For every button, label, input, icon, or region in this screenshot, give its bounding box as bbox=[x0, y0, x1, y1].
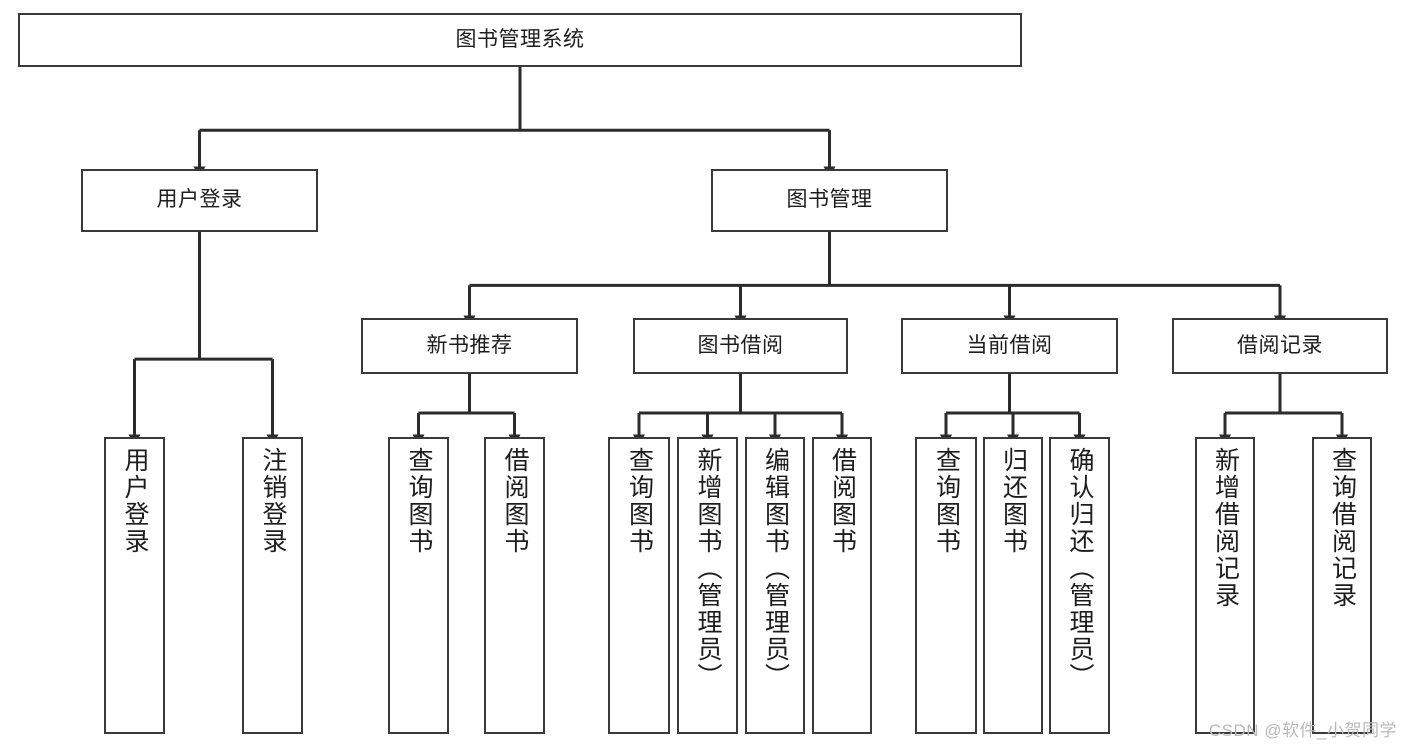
node-leaf-edit-book[interactable]: 编辑图书（管理员） bbox=[745, 437, 805, 734]
node-root[interactable]: 图书管理系统 bbox=[18, 13, 1022, 67]
node-leaf-query-book-cur[interactable]: 查询图书 bbox=[915, 437, 977, 734]
node-borrow-record-label: 借阅记录 bbox=[1237, 333, 1323, 357]
node-leaf-borrow-book-rec-label: 借阅图书 bbox=[501, 447, 529, 555]
node-leaf-confirm-return-label: 确认归还（管理员） bbox=[1066, 447, 1094, 690]
node-leaf-query-book-rec[interactable]: 查询图书 bbox=[388, 437, 449, 734]
node-root-label: 图书管理系统 bbox=[455, 27, 585, 51]
node-leaf-edit-book-label: 编辑图书（管理员） bbox=[761, 447, 790, 690]
node-leaf-return-book-label: 归还图书 bbox=[999, 447, 1028, 555]
node-leaf-borrow-book-bor[interactable]: 借阅图书 bbox=[812, 437, 872, 734]
node-leaf-query-book-bor-label: 查询图书 bbox=[625, 447, 654, 555]
node-new-book-rec-label: 新书推荐 bbox=[426, 333, 513, 357]
node-leaf-query-book-bor[interactable]: 查询图书 bbox=[608, 437, 670, 734]
node-user-login-label: 用户登录 bbox=[156, 188, 243, 212]
node-leaf-query-record-label: 查询借阅记录 bbox=[1328, 447, 1357, 609]
node-book-manage[interactable]: 图书管理 bbox=[711, 169, 948, 232]
node-leaf-add-record[interactable]: 新增借阅记录 bbox=[1195, 437, 1255, 734]
node-leaf-confirm-return[interactable]: 确认归还（管理员） bbox=[1049, 437, 1110, 734]
node-leaf-logout[interactable]: 注销登录 bbox=[242, 437, 303, 734]
csdn-watermark: CSDN @软件_小贺同学 bbox=[1208, 721, 1397, 740]
node-book-manage-label: 图书管理 bbox=[786, 188, 873, 212]
node-book-borrow-label: 图书借阅 bbox=[697, 333, 784, 357]
node-leaf-return-book[interactable]: 归还图书 bbox=[983, 437, 1043, 734]
node-leaf-logout-label: 注销登录 bbox=[259, 447, 287, 555]
node-new-book-rec[interactable]: 新书推荐 bbox=[361, 318, 578, 374]
node-book-borrow[interactable]: 图书借阅 bbox=[633, 318, 848, 374]
node-leaf-user-login[interactable]: 用户登录 bbox=[104, 437, 165, 734]
node-leaf-query-book-rec-label: 查询图书 bbox=[405, 447, 433, 555]
node-leaf-borrow-book-rec[interactable]: 借阅图书 bbox=[484, 437, 545, 734]
node-leaf-user-login-label: 用户登录 bbox=[121, 447, 149, 555]
node-user-login[interactable]: 用户登录 bbox=[81, 169, 318, 232]
node-current-borrow-label: 当前借阅 bbox=[966, 333, 1053, 357]
node-leaf-query-record[interactable]: 查询借阅记录 bbox=[1312, 437, 1372, 734]
node-leaf-add-book[interactable]: 新增图书（管理员） bbox=[677, 437, 738, 734]
node-leaf-query-book-cur-label: 查询图书 bbox=[932, 447, 961, 555]
node-leaf-add-record-label: 新增借阅记录 bbox=[1211, 447, 1240, 609]
node-current-borrow[interactable]: 当前借阅 bbox=[901, 318, 1118, 374]
edge-layer bbox=[135, 67, 1343, 436]
node-leaf-borrow-book-bor-label: 借阅图书 bbox=[828, 447, 857, 555]
node-leaf-add-book-label: 新增图书（管理员） bbox=[694, 447, 722, 690]
node-borrow-record[interactable]: 借阅记录 bbox=[1172, 318, 1388, 374]
